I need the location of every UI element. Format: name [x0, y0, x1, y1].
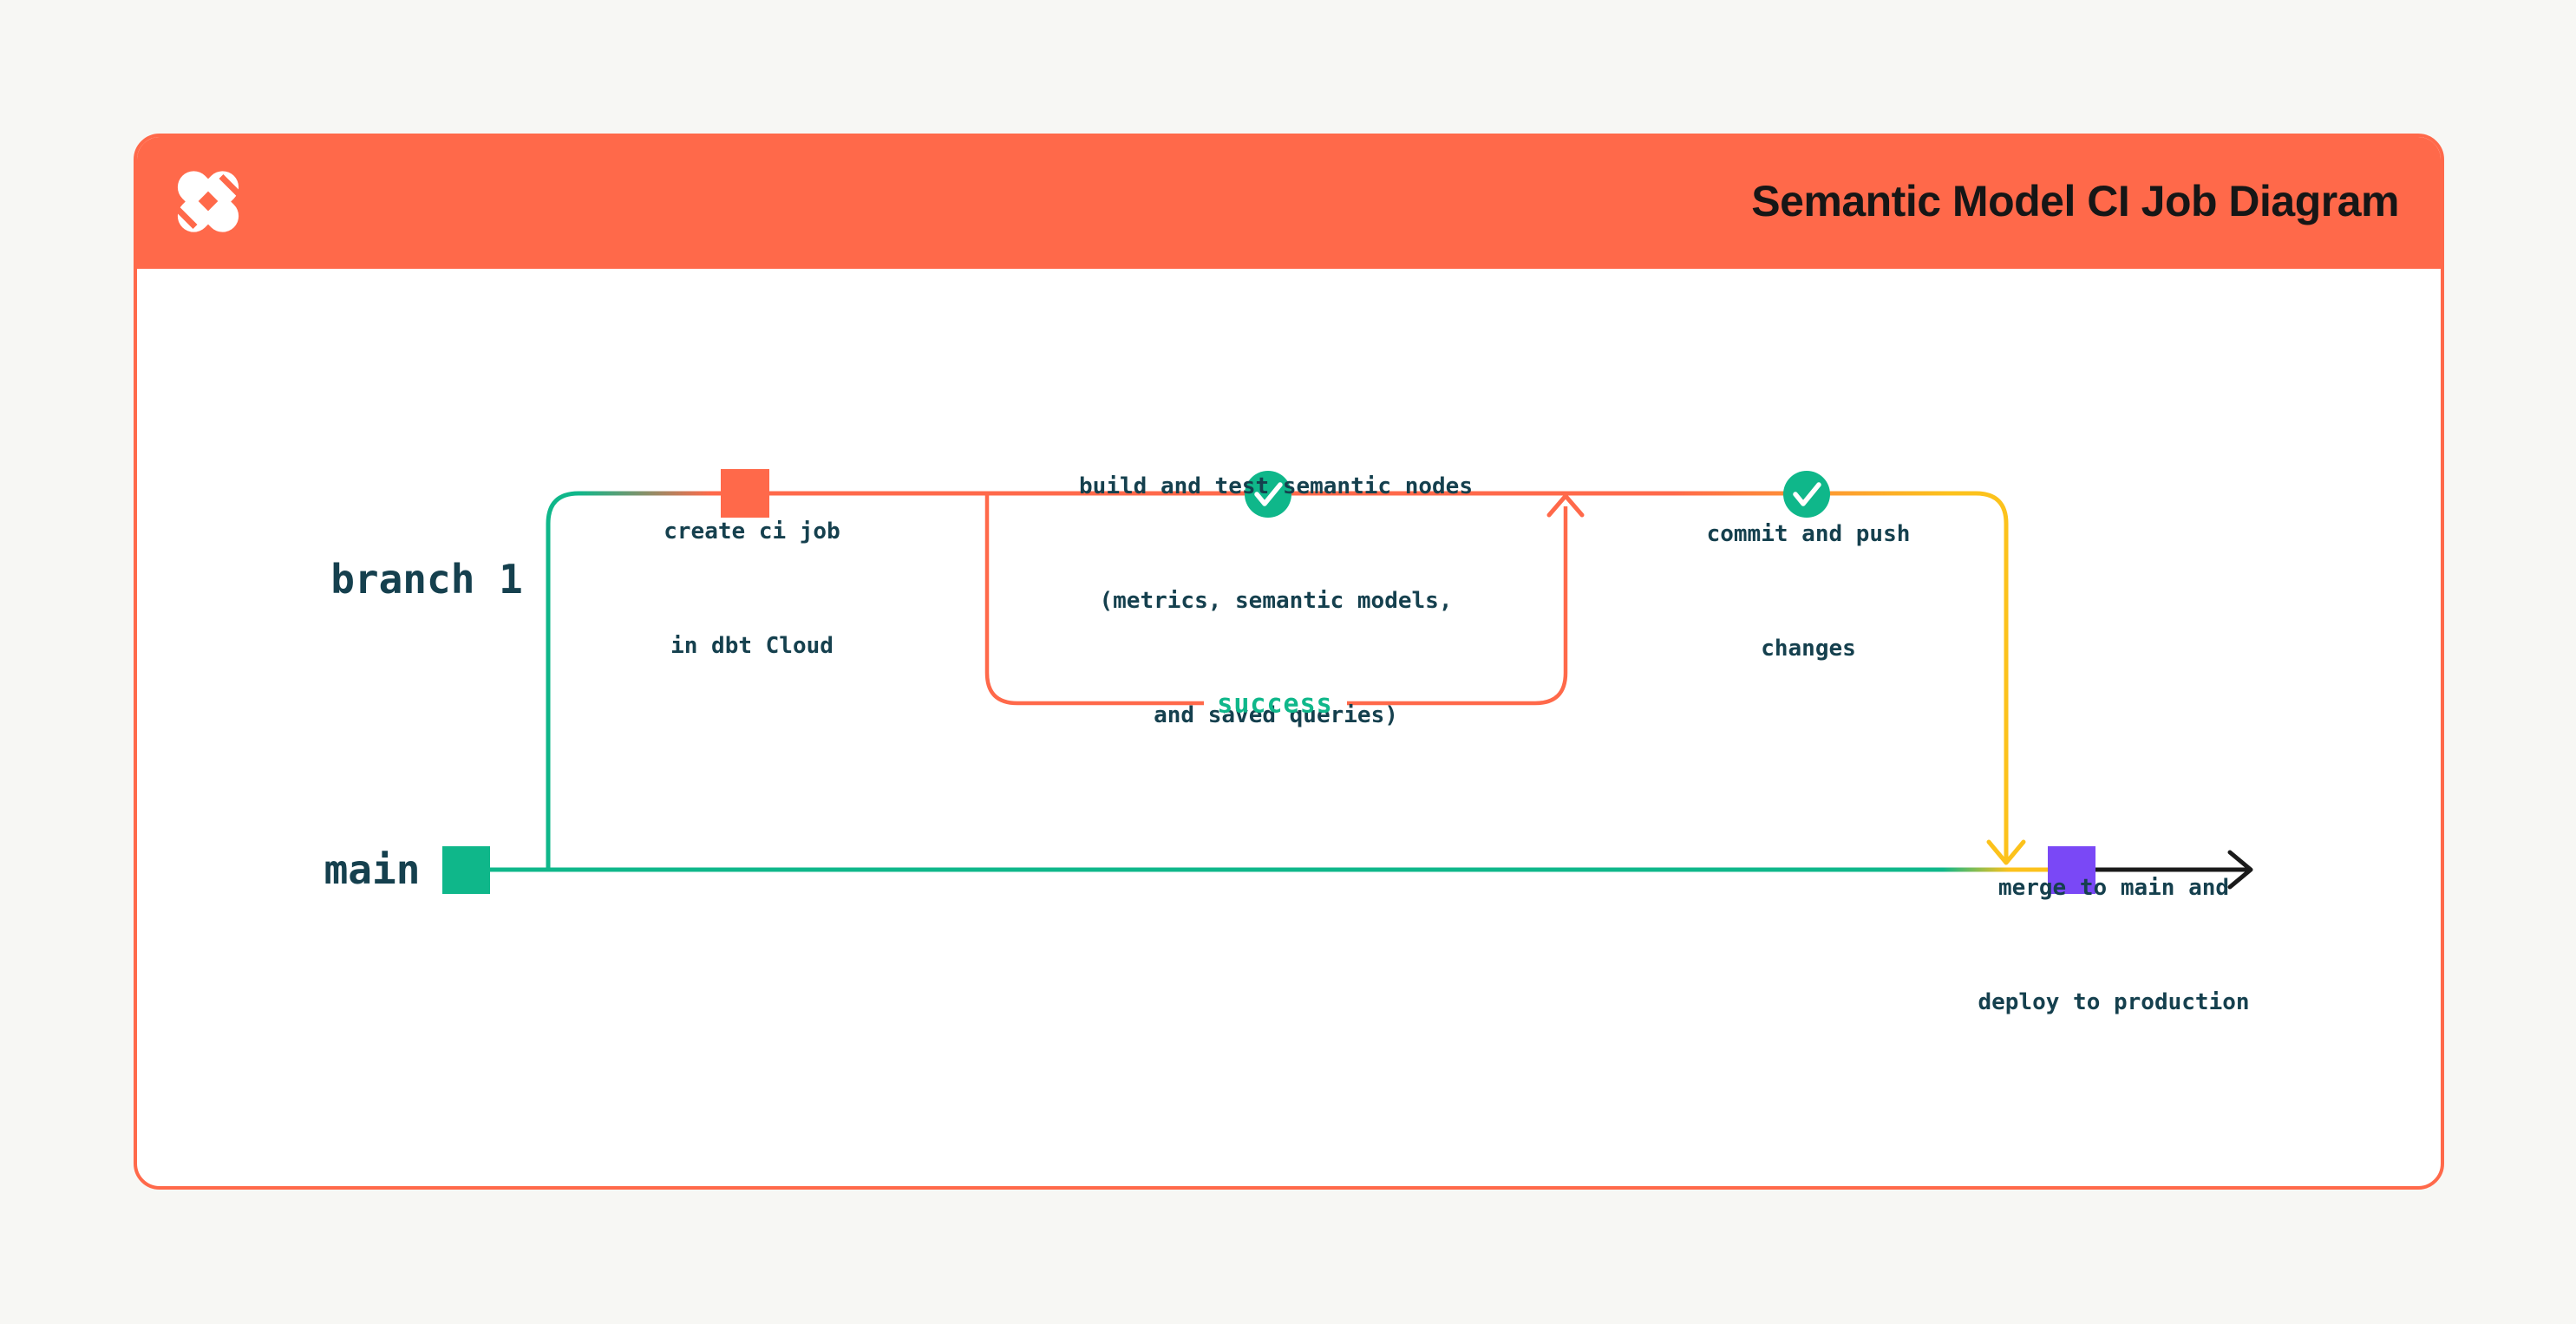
- merge-arrow: [1952, 491, 2026, 865]
- caption-line: in dbt Cloud: [670, 633, 834, 659]
- caption-line: changes: [1761, 636, 1856, 662]
- merge-commit-marker: [2048, 846, 2095, 894]
- caption-line: deploy to production: [1978, 989, 2250, 1015]
- main-continue-arrow: [2095, 850, 2253, 890]
- caption-line: (metrics, semantic models,: [1099, 588, 1453, 614]
- commit-push-caption: commit and push changes: [1707, 439, 1911, 744]
- caption-line: create ci job: [664, 519, 840, 545]
- diagram-card: Semantic Model CI Job Diagram: [134, 134, 2444, 1190]
- caption-line: commit and push: [1706, 521, 1911, 547]
- caption-line: build and test semantic nodes: [1079, 473, 1473, 499]
- caption-line: merge to main and: [1997, 875, 2230, 901]
- branch-1-label: branch 1: [330, 556, 523, 603]
- success-label: success: [1217, 688, 1333, 720]
- ci-job-box: [984, 493, 1585, 706]
- main-label: main: [324, 846, 421, 893]
- check-icon: [1245, 471, 1291, 518]
- create-ci-caption: create ci job in dbt Cloud: [664, 436, 840, 741]
- page-title: Semantic Model CI Job Diagram: [1751, 177, 2399, 225]
- build-test-caption: build and test semantic nodes (metrics, …: [1079, 391, 1473, 811]
- merge-deploy-caption: merge to main and deploy to production: [1978, 792, 2249, 1098]
- header-bar: Semantic Model CI Job Diagram: [137, 137, 2441, 269]
- main-start-commit-marker: [442, 846, 490, 894]
- success-return-arrow: [1546, 493, 1585, 518]
- caption-line: and saved queries): [1154, 702, 1398, 728]
- create-ci-commit-marker: [721, 469, 769, 518]
- check-icon: [1783, 471, 1830, 518]
